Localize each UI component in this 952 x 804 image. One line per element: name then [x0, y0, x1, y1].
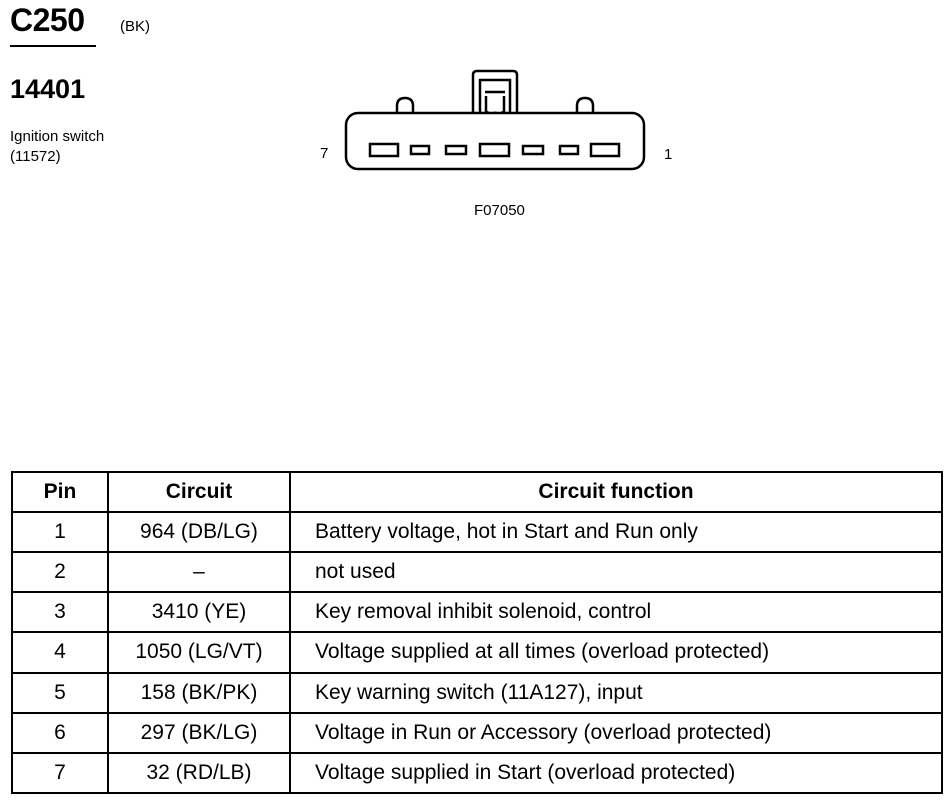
table-row: 6 297 (BK/LG) Voltage in Run or Accessor…	[11, 711, 943, 754]
table-header-row: Pin Circuit Circuit function	[11, 471, 943, 513]
cell-function: Voltage supplied at all times (overload …	[289, 631, 943, 674]
cell-function: not used	[289, 551, 943, 594]
cell-function: Key warning switch (11A127), input	[289, 671, 943, 714]
header-pin: Pin	[11, 471, 109, 513]
cell-circuit: 1050 (LG/VT)	[107, 631, 291, 674]
cell-pin: 3	[11, 591, 109, 634]
cell-pin: 7	[11, 751, 109, 795]
cell-function: Key removal inhibit solenoid, control	[289, 591, 943, 634]
table-row: 2 – not used	[11, 551, 943, 594]
table-row: 7 32 (RD/LB) Voltage supplied in Start (…	[11, 751, 943, 795]
table-row: 1 964 (DB/LG) Battery voltage, hot in St…	[11, 510, 943, 554]
connector-diagram	[344, 69, 646, 171]
part-description: Ignition switch (11572)	[10, 127, 104, 167]
connector-body	[344, 111, 646, 171]
header-circuit: Circuit	[107, 471, 291, 513]
cell-circuit: 32 (RD/LB)	[107, 751, 291, 795]
table-row: 3 3410 (YE) Key removal inhibit solenoid…	[11, 591, 943, 634]
cell-pin: 1	[11, 510, 109, 554]
cell-circuit: 158 (BK/PK)	[107, 671, 291, 714]
connector-lock-tab	[471, 69, 519, 112]
connector-cavities	[368, 142, 621, 158]
cell-pin: 6	[11, 711, 109, 754]
diagram-pin-label-left: 7	[320, 145, 329, 162]
title-underline	[10, 45, 96, 47]
cell-pin: 2	[11, 551, 109, 594]
header-function: Circuit function	[289, 471, 943, 513]
table-row: 4 1050 (LG/VT) Voltage supplied at all t…	[11, 631, 943, 674]
cell-function: Battery voltage, hot in Start and Run on…	[289, 510, 943, 554]
cell-pin: 4	[11, 631, 109, 674]
connector-bump-left	[395, 96, 415, 113]
pin-table: Pin Circuit Circuit function 1 964 (DB/L…	[11, 471, 943, 795]
figure-id: F07050	[474, 202, 525, 219]
cell-function: Voltage in Run or Accessory (overload pr…	[289, 711, 943, 754]
part-name: Ignition switch	[10, 128, 105, 145]
connector-color: (BK)	[120, 18, 150, 35]
connector-bump-right	[575, 96, 595, 113]
table-row: 5 158 (BK/PK) Key warning switch (11A127…	[11, 671, 943, 714]
connector-id: C250	[10, 2, 85, 38]
cell-circuit: 3410 (YE)	[107, 591, 291, 634]
cell-circuit: 964 (DB/LG)	[107, 510, 291, 554]
part-number: 14401	[10, 74, 86, 104]
cell-pin: 5	[11, 671, 109, 714]
cell-circuit: 297 (BK/LG)	[107, 711, 291, 754]
diagram-pin-label-right: 1	[664, 146, 673, 163]
cell-function: Voltage supplied in Start (overload prot…	[289, 751, 943, 795]
part-ref: (11572)	[10, 148, 61, 165]
cell-circuit: –	[107, 551, 291, 594]
